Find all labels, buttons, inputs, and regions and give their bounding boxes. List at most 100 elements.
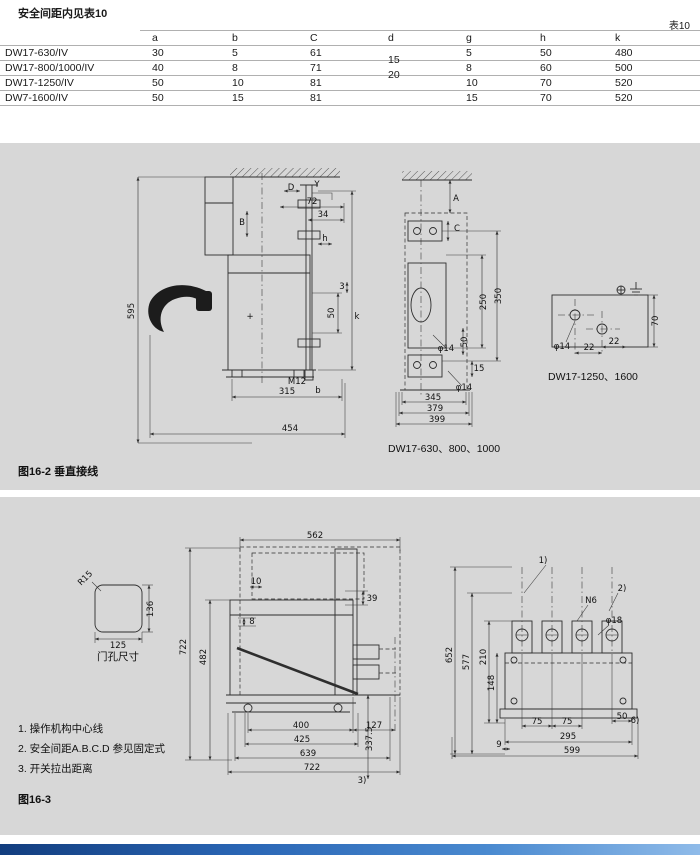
four-pole-front-view-drawing — [450, 564, 639, 759]
dim-label: 315 — [279, 387, 295, 397]
value-cell: 70 — [528, 90, 603, 106]
column-header: a — [140, 30, 220, 46]
model-cell: DW17-630/IV — [0, 45, 140, 61]
withdrawable-side-view-drawing — [185, 537, 401, 779]
value-cell: 5 — [454, 45, 528, 61]
dim-label: φ14 — [554, 342, 570, 352]
operating-handle-icon — [148, 285, 212, 332]
dim-label: 136 — [146, 601, 156, 617]
dim-label: C — [454, 224, 460, 234]
dim-label: φ18 — [606, 616, 622, 626]
door-hole-drawing: 门孔尺寸 — [91, 581, 153, 663]
dim-label: 599 — [564, 746, 580, 756]
note-line-1: 1. 操作机构中心线 — [18, 723, 104, 735]
value-cell: 15 — [220, 90, 298, 106]
model-cell: DW17-1250/IV — [0, 75, 140, 91]
dim-label: 2) — [618, 584, 627, 594]
dim-label: D — [288, 183, 295, 193]
table-tag: 表10 — [668, 21, 690, 32]
ground-icon — [616, 282, 642, 296]
note-line-2: 2. 安全间距A.B.C.D 参见固定式 — [18, 743, 166, 755]
dim-label: 1) — [539, 556, 548, 566]
column-header: h — [528, 30, 603, 46]
value-cell: 40 — [140, 60, 220, 76]
dim-label: 210 — [479, 649, 489, 665]
dim-label: 127 — [366, 721, 382, 731]
dim-label: 337.5 — [365, 727, 375, 751]
dim-label: 295 — [560, 732, 576, 742]
value-cell: 10 — [220, 75, 298, 91]
dim-label: 400 — [293, 721, 309, 731]
dim-label: + — [246, 312, 253, 322]
column-header: C — [298, 30, 376, 46]
value-cell: 30 — [140, 45, 220, 61]
dim-label: Y — [313, 180, 320, 190]
dim-label: 72 — [307, 197, 318, 207]
dim-label: 562 — [307, 531, 323, 541]
dim-label: 722 — [304, 763, 320, 773]
value-cell: 70 — [528, 75, 603, 91]
value-cell: 60 — [528, 60, 603, 76]
value-cell: 71 — [298, 60, 376, 76]
value-cell: 5 — [220, 45, 298, 61]
value-cell: 10 — [454, 75, 528, 91]
dim-label: 639 — [300, 749, 316, 759]
front-view-drawing: DW17-630、800、1000 — [388, 171, 501, 455]
figure-16-3-drawing: 门孔尺寸 — [76, 531, 639, 786]
dim-label: 50 — [617, 712, 628, 722]
footer-bar — [0, 844, 700, 855]
figure-notes: 1. 操作机构中心线 2. 安全间距A.B.C.D 参见固定式 3. 开关拉出距… — [18, 719, 165, 779]
figure-16-3-panel: 门孔尺寸 — [0, 497, 700, 835]
dim-label: φ14 — [438, 344, 454, 354]
dim-label: 454 — [282, 424, 298, 434]
dim-label: B — [239, 218, 245, 228]
value-cell — [376, 90, 454, 106]
dim-label: 399 — [429, 415, 445, 425]
dim-label: 425 — [294, 735, 310, 745]
dim-label: 148 — [487, 675, 497, 691]
dim-label: N6 — [585, 596, 597, 606]
dim-label: M12 — [288, 377, 306, 387]
dim-label: 34 — [318, 210, 329, 220]
side-view-drawing — [136, 168, 356, 444]
door-hole-label: 门孔尺寸 — [97, 650, 139, 663]
dim-label: 6) — [631, 716, 640, 726]
dim-label: 9 — [496, 740, 501, 750]
dim-label: 75 — [562, 717, 573, 727]
bracket-drawing: DW17-1250、1600 — [548, 282, 658, 383]
dim-label: k — [355, 312, 360, 322]
dim-label: 50 — [327, 308, 337, 319]
value-cell: 50 — [528, 45, 603, 61]
dim-label: 350 — [494, 288, 504, 304]
dim-label: 39 — [367, 594, 378, 604]
note-line-3: 3. 开关拉出距离 — [18, 763, 93, 775]
dim-label: 75 — [532, 717, 543, 727]
dim-label: 125 — [110, 641, 126, 651]
value-cell: 8 — [220, 60, 298, 76]
figure-16-2-drawing: DW17-630、800、1000 — [127, 168, 661, 455]
drawing-label-1250-1600: DW17-1250、1600 — [548, 371, 638, 383]
column-header: b — [220, 30, 298, 46]
dim-label: 345 — [425, 393, 441, 403]
dim-label: 577 — [462, 654, 472, 670]
column-header: d — [376, 30, 454, 46]
dim-label: 8 — [249, 617, 254, 627]
dim-label: 22 — [609, 337, 620, 347]
dim-label: b — [315, 386, 320, 396]
page-title: 安全间距内见表10 — [18, 8, 108, 20]
value-cell: 8 — [454, 60, 528, 76]
value-cell: 480 — [603, 45, 700, 61]
dim-label: 70 — [651, 316, 661, 327]
dim-label: R15 — [76, 569, 95, 588]
value-cell: 50 — [140, 90, 220, 106]
drawing-label-630-1000: DW17-630、800、1000 — [388, 443, 500, 455]
